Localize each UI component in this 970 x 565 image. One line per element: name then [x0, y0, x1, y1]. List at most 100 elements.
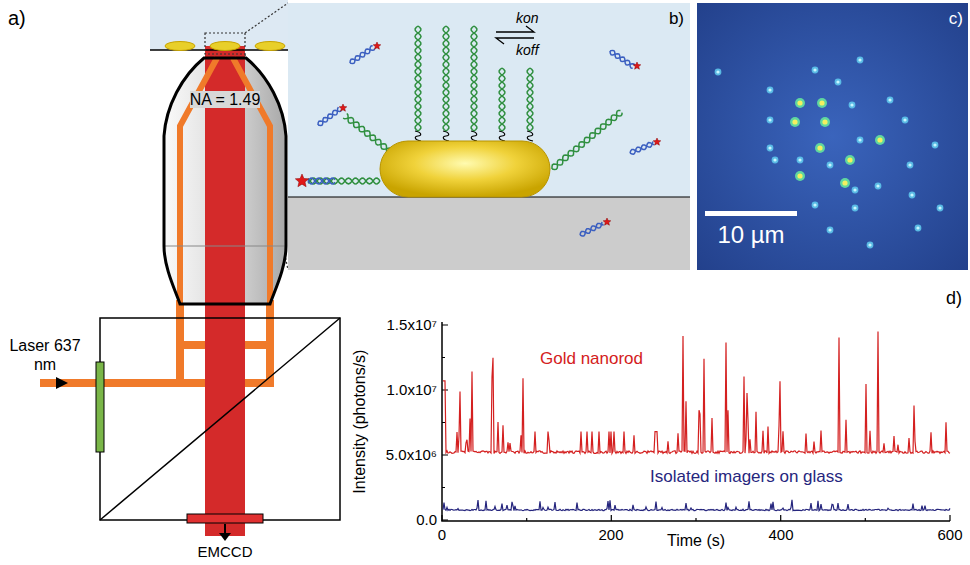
laser-arrowhead [56, 377, 68, 389]
text-slot: Isolated imagers on glass [650, 467, 843, 487]
emission-beam [205, 300, 245, 536]
lens-divider [165, 246, 285, 247]
emitter-spot [849, 102, 856, 109]
text-slot: Laser 637 nm [6, 336, 84, 374]
series-label: Isolated imagers on glass [650, 467, 843, 486]
text-slot: kon [516, 9, 539, 27]
emitter-spot-core [903, 118, 906, 121]
thiol-linker [471, 131, 477, 141]
emitter-spot [827, 227, 834, 234]
docking-strand [499, 68, 505, 131]
docking-strand [343, 118, 392, 154]
emitter-spot-core [853, 188, 856, 191]
thiol-linker [415, 131, 421, 141]
emitter-spot [852, 187, 859, 194]
emitter-spot-core [868, 243, 871, 246]
emitter-spots [715, 57, 944, 249]
docking-strand [443, 26, 449, 131]
emitter-spot-core [798, 158, 801, 161]
tick-label: 200 [598, 526, 623, 543]
emitter-spot-core [813, 68, 816, 71]
axis-title: Time (s) [667, 532, 725, 549]
glass-trace [443, 500, 950, 511]
text-slot: 1.0x10⁷ [387, 381, 437, 399]
emitter-spot-core [853, 206, 856, 209]
objective-border [164, 58, 286, 304]
emitter-spot [767, 87, 774, 94]
emitter-spot [715, 69, 722, 76]
emitter-spot-core [888, 98, 891, 101]
emitter-spot [909, 192, 916, 199]
tick-label: 5.0x10⁶ [386, 446, 437, 463]
imager-strand [580, 222, 602, 235]
panel-letter: d) [946, 288, 962, 308]
panel-letter: b) [669, 9, 684, 28]
emitter-spot [797, 157, 804, 164]
bright-spot [795, 98, 805, 108]
camera-panel: c)10 µm [697, 3, 968, 270]
emitter-spot [827, 162, 834, 169]
text-slot: 200 [598, 526, 623, 544]
emitter-spot-core [858, 58, 861, 61]
docking-strand [499, 68, 505, 131]
bright-spot [790, 117, 800, 127]
thiol-linker [527, 131, 533, 141]
emitter-spot-core [910, 193, 913, 196]
chart-axes [442, 322, 950, 521]
imager-strand [350, 49, 375, 64]
emitter-spot-core [773, 158, 776, 161]
text-slot: b) [669, 9, 684, 29]
emission-filter [187, 514, 263, 523]
emitter-spot-core [836, 80, 839, 83]
text-slot: d) [946, 288, 962, 310]
emitter-spot [915, 225, 922, 232]
docking-strand [415, 26, 421, 131]
emitter-spot-core [938, 206, 941, 209]
panel-b-drawing [288, 3, 690, 270]
fluorophore-star [295, 174, 308, 187]
text-slot: 600 [937, 526, 962, 544]
text-slot: 400 [768, 526, 793, 544]
tick-label: 1.5x10⁷ [387, 316, 437, 333]
camera-label: EMCCD [198, 543, 253, 560]
emitter-spot-core [828, 228, 831, 231]
imager-strands [295, 42, 661, 236]
tick-label: 400 [768, 526, 793, 543]
tick-label: 0 [438, 526, 446, 543]
text-slot: NA = 1.49 [190, 90, 261, 109]
glass-substrate [288, 197, 690, 270]
rate-label: koff [516, 42, 539, 58]
emitter-spot-core [908, 163, 911, 166]
thiol-linker [499, 131, 505, 141]
gold-pad [255, 42, 285, 51]
emitter-spot [767, 117, 774, 124]
zoom-box [205, 33, 245, 54]
emitter-spot [857, 137, 864, 144]
emitter-spot [867, 242, 874, 249]
emitter-spot-core [933, 143, 936, 146]
text-slot: EMCCD [198, 543, 253, 561]
emitter-spot-core [916, 226, 919, 229]
docking-strand [308, 178, 380, 184]
docking-strand [527, 68, 533, 131]
emitter-spot [902, 117, 909, 124]
bright-spot-core [797, 100, 802, 105]
thiol-linker [443, 131, 449, 141]
bright-spot-core [792, 119, 797, 124]
zoom-line [245, 3, 288, 33]
tick-label: 0.0 [416, 511, 437, 528]
emitter-spot [812, 202, 819, 209]
fluorophore-star [633, 62, 641, 69]
rate-arrow [496, 26, 534, 32]
imager-strand [580, 223, 604, 236]
bright-spot [817, 98, 827, 108]
emitter-spot [887, 97, 894, 104]
sample-medium [150, 0, 288, 50]
nanorod-trace [443, 332, 950, 454]
emitter-spot [772, 157, 779, 164]
emitter-spot [767, 145, 774, 152]
text-slot: a) [8, 6, 26, 30]
imager-strand [610, 51, 633, 68]
emitter-spot-core [876, 184, 879, 187]
